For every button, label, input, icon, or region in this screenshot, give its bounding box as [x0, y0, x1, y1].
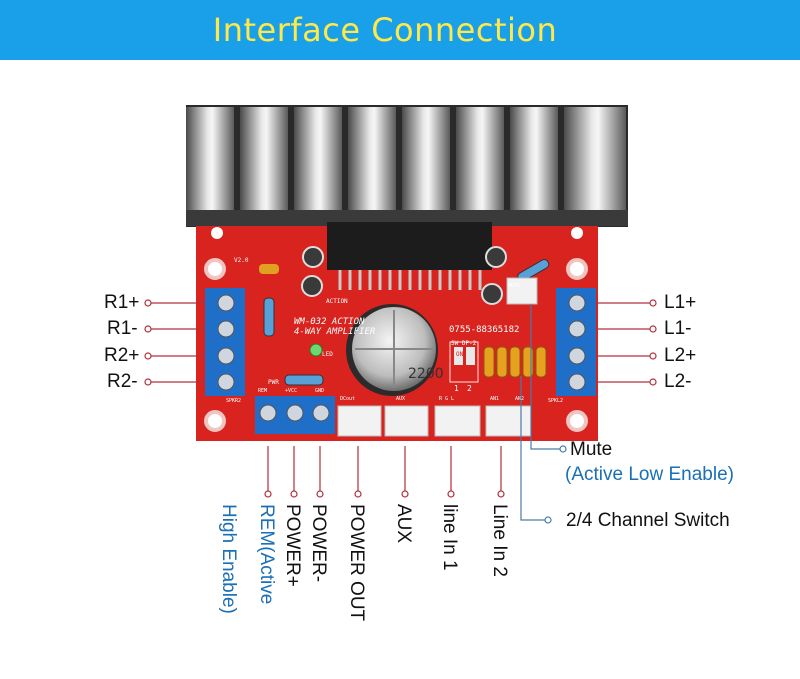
speaker-terminal-left-channels: [556, 288, 596, 396]
mount-hole: [566, 410, 588, 432]
power-terminal: [255, 396, 335, 434]
main-capacitor: 2200: [346, 304, 444, 396]
silkscreen: WM-032 ACTION 4-WAY AMPLIFIER 0755-88365…: [226, 257, 563, 404]
label-line-in-2: Line In 2: [489, 504, 510, 577]
silk-pwr: PWR: [268, 379, 279, 386]
label-line-in-1: line In 1: [439, 504, 460, 571]
silk-pin-rem: REM: [258, 388, 267, 394]
silk-pin-vcc: +VCC: [285, 388, 297, 394]
label-l1-minus: L1-: [664, 318, 692, 339]
silk-pin-dcout: DCout: [340, 396, 355, 402]
silk-spk-l: SPKL2: [548, 398, 563, 404]
label-rem: REM(Active: [256, 504, 277, 605]
leader-lines: [151, 302, 650, 491]
mount-hole: [211, 227, 223, 239]
silk-switch-on: ON: [456, 351, 464, 358]
mount-hole: [204, 258, 226, 280]
title-banner: Interface Connection: [0, 0, 800, 60]
mute-switch-leaders: [520, 304, 560, 521]
silk-pin-an1: AN1: [490, 396, 499, 402]
label-mute: Mute: [570, 439, 613, 460]
silk-mute: MUTE: [508, 283, 520, 289]
led: [309, 343, 323, 357]
label-r2-plus: R2+: [104, 345, 140, 366]
silk-action: ACTION: [326, 298, 348, 305]
label-power-plus: POWER+: [282, 504, 303, 587]
heat-sink: [186, 105, 628, 227]
silk-led: LED: [322, 351, 333, 358]
silk-pin-aux: AUX: [396, 396, 405, 402]
speaker-terminal-right-channels: [205, 288, 245, 396]
label-mute-note: (Active Low Enable): [565, 464, 734, 485]
silk-pin-an2: AN2: [515, 396, 524, 402]
mute-connector: [506, 277, 538, 305]
bottom-connectors: [337, 405, 532, 437]
silk-ver: V2.0: [234, 257, 249, 264]
label-channel-switch: 2/4 Channel Switch: [566, 510, 730, 531]
banner-title: Interface Connection: [212, 11, 558, 49]
silk-desc-label: 4-WAY AMPLIFIER: [294, 327, 376, 337]
label-r1-minus: R1-: [107, 318, 138, 339]
silk-part-label: WM-032 ACTION: [294, 317, 365, 327]
jumper-caps: [483, 346, 547, 378]
small-capacitors: [259, 246, 507, 305]
label-l2-minus: L2-: [664, 371, 692, 392]
silk-pin-gnd: GND: [315, 388, 324, 394]
leader-dots: [144, 299, 657, 498]
dip-switch: [449, 341, 479, 383]
mount-hole: [571, 227, 583, 239]
label-r2-minus: R2-: [107, 371, 138, 392]
label-aux: AUX: [393, 504, 414, 544]
silk-switch-num-2: 2: [467, 384, 472, 393]
label-l2-plus: L2+: [664, 345, 697, 366]
mount-hole: [204, 410, 226, 432]
label-rem-note: High Enable): [218, 504, 239, 614]
silk-pin-rgl: R G L: [439, 396, 454, 402]
label-r1-plus: R1+: [104, 292, 140, 313]
amplifier-ic: [327, 222, 492, 290]
silk-switch-label: SW DP-2: [451, 340, 477, 347]
label-power-out: POWER OUT: [346, 504, 367, 622]
silk-phone: 0755-88365182: [449, 325, 519, 335]
silk-switch-num-1: 1: [454, 384, 459, 393]
mute-dot: [559, 445, 567, 453]
cap-text: 2200: [408, 366, 444, 382]
silk-spk-r: SPKR2: [226, 398, 241, 404]
switch-dot: [544, 516, 552, 524]
label-power-minus: POWER-: [308, 504, 329, 583]
mount-hole: [566, 258, 588, 280]
label-l1-plus: L1+: [664, 292, 697, 313]
